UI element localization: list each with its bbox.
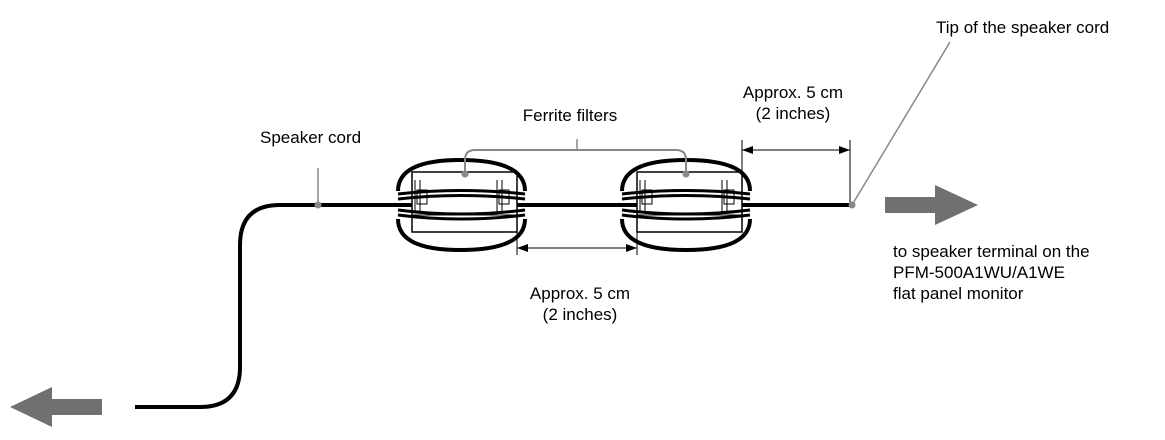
to-speaker-label: to speaker terminal on the PFM-500A1WU/A… <box>893 242 1090 303</box>
speaker-cord-dot <box>314 201 322 209</box>
speaker-cord-label: Speaker cord <box>260 128 362 147</box>
approx-bottom-label: Approx. 5 cm (2 inches) <box>529 284 631 324</box>
ferrite-leader <box>464 149 687 173</box>
tip-label: Tip of the speaker cord <box>936 18 1110 37</box>
dimension-filter-to-tip <box>741 140 851 205</box>
ferrite-leader-dot-right <box>682 170 690 178</box>
tip-dot <box>848 201 856 209</box>
ferrite-filter-left <box>396 157 527 253</box>
ferrite-leader-dot-left <box>461 170 469 178</box>
ferrite-filters-label: Ferrite filters <box>522 106 618 125</box>
speaker-cord-line <box>135 203 852 409</box>
dimension-between-filters <box>516 232 638 255</box>
tip-leader <box>851 41 951 206</box>
arrow-right-to-monitor <box>885 185 978 225</box>
ferrite-filter-right <box>620 157 752 253</box>
arrow-left-out <box>10 387 102 427</box>
approx-top-label: Approx. 5 cm (2 inches) <box>742 83 844 123</box>
